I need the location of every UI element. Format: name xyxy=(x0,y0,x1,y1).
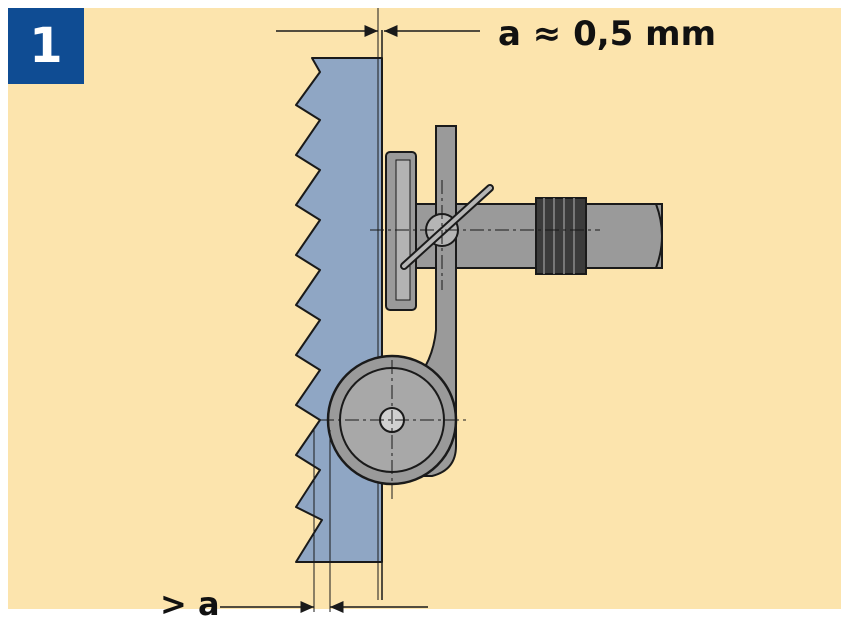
bottom-dimension-label: > a xyxy=(160,585,220,623)
top-dimension-label: a ≈ 0,5 mm xyxy=(498,14,717,54)
bottom-extension-lines xyxy=(313,430,331,612)
center-lines xyxy=(320,180,600,500)
figure-panel xyxy=(8,8,841,609)
band-saw-blade-icon xyxy=(295,8,383,600)
figure-number-badge: 1 xyxy=(8,8,84,84)
